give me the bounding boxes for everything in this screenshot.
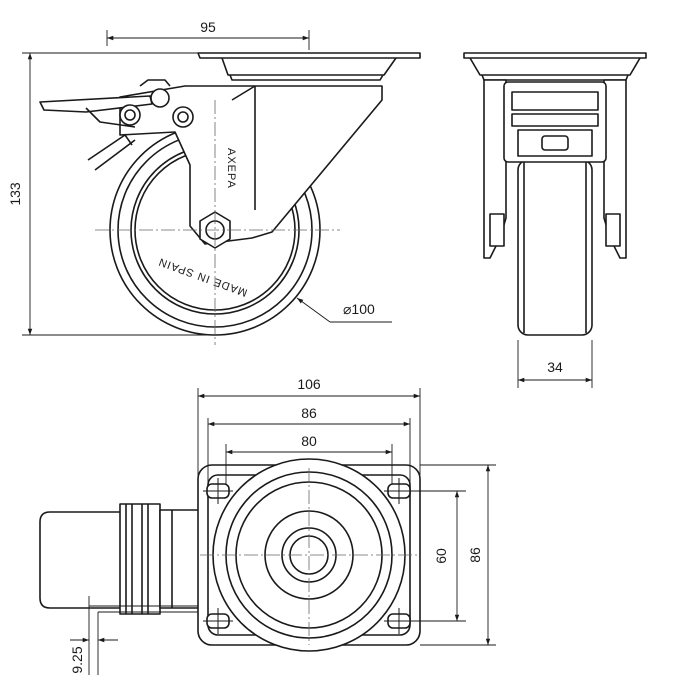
dim-hole-diameter: 9.25 bbox=[69, 596, 198, 675]
front-axle-nut-left bbox=[489, 213, 505, 247]
dim-swivel-offset: 95 bbox=[106, 19, 310, 50]
dim-total-height-value: 133 bbox=[7, 182, 23, 206]
top-view: 106 86 80 60 86 bbox=[39, 376, 496, 675]
top-brake-pedal bbox=[39, 503, 201, 615]
brake-lever bbox=[39, 79, 194, 171]
mounting-hole-top-left bbox=[203, 478, 233, 504]
mounting-hole-bottom-right bbox=[384, 608, 414, 634]
dim-hole-spacing-outer: 86 bbox=[207, 405, 411, 484]
front-view: 34 bbox=[463, 52, 647, 388]
dim-wheel-diameter: ⌀100 bbox=[296, 297, 392, 323]
side-view: AXEPA MADE IN SPAIN 95 133 ⌀100 bbox=[7, 19, 421, 345]
dim-hole-spacing-inner-value: 80 bbox=[301, 433, 317, 449]
front-wheel bbox=[517, 159, 593, 336]
dim-hole-spacing-inner: 80 bbox=[225, 433, 393, 484]
dim-hole-spacing-width: 60 bbox=[414, 490, 466, 622]
dim-hole-diameter-value: 9.25 bbox=[69, 646, 85, 673]
dim-swivel-offset-value: 95 bbox=[200, 19, 216, 35]
dim-wheel-width: 34 bbox=[517, 340, 593, 388]
mounting-hole-bottom-left bbox=[203, 608, 233, 634]
dim-hole-spacing-outer-value: 86 bbox=[301, 405, 317, 421]
side-top-plate bbox=[197, 52, 421, 59]
brand-emboss: AXEPA bbox=[225, 148, 237, 189]
front-brake-housing bbox=[503, 81, 607, 163]
dim-plate-length-value: 106 bbox=[297, 376, 321, 392]
side-bearing-housing bbox=[221, 57, 397, 76]
dim-wheel-width-value: 34 bbox=[547, 359, 563, 375]
mounting-hole-top-right bbox=[384, 478, 414, 504]
dim-total-height: 133 bbox=[7, 52, 215, 336]
front-axle-nut-right bbox=[605, 213, 621, 247]
dim-plate-width-value: 86 bbox=[467, 547, 483, 563]
dim-hole-spacing-width-value: 60 bbox=[433, 548, 449, 564]
dim-plate-length: 106 bbox=[197, 376, 421, 475]
front-top-plate bbox=[463, 52, 647, 59]
dim-plate-width: 86 bbox=[420, 464, 496, 646]
dim-wheel-diameter-value: ⌀100 bbox=[343, 301, 375, 317]
